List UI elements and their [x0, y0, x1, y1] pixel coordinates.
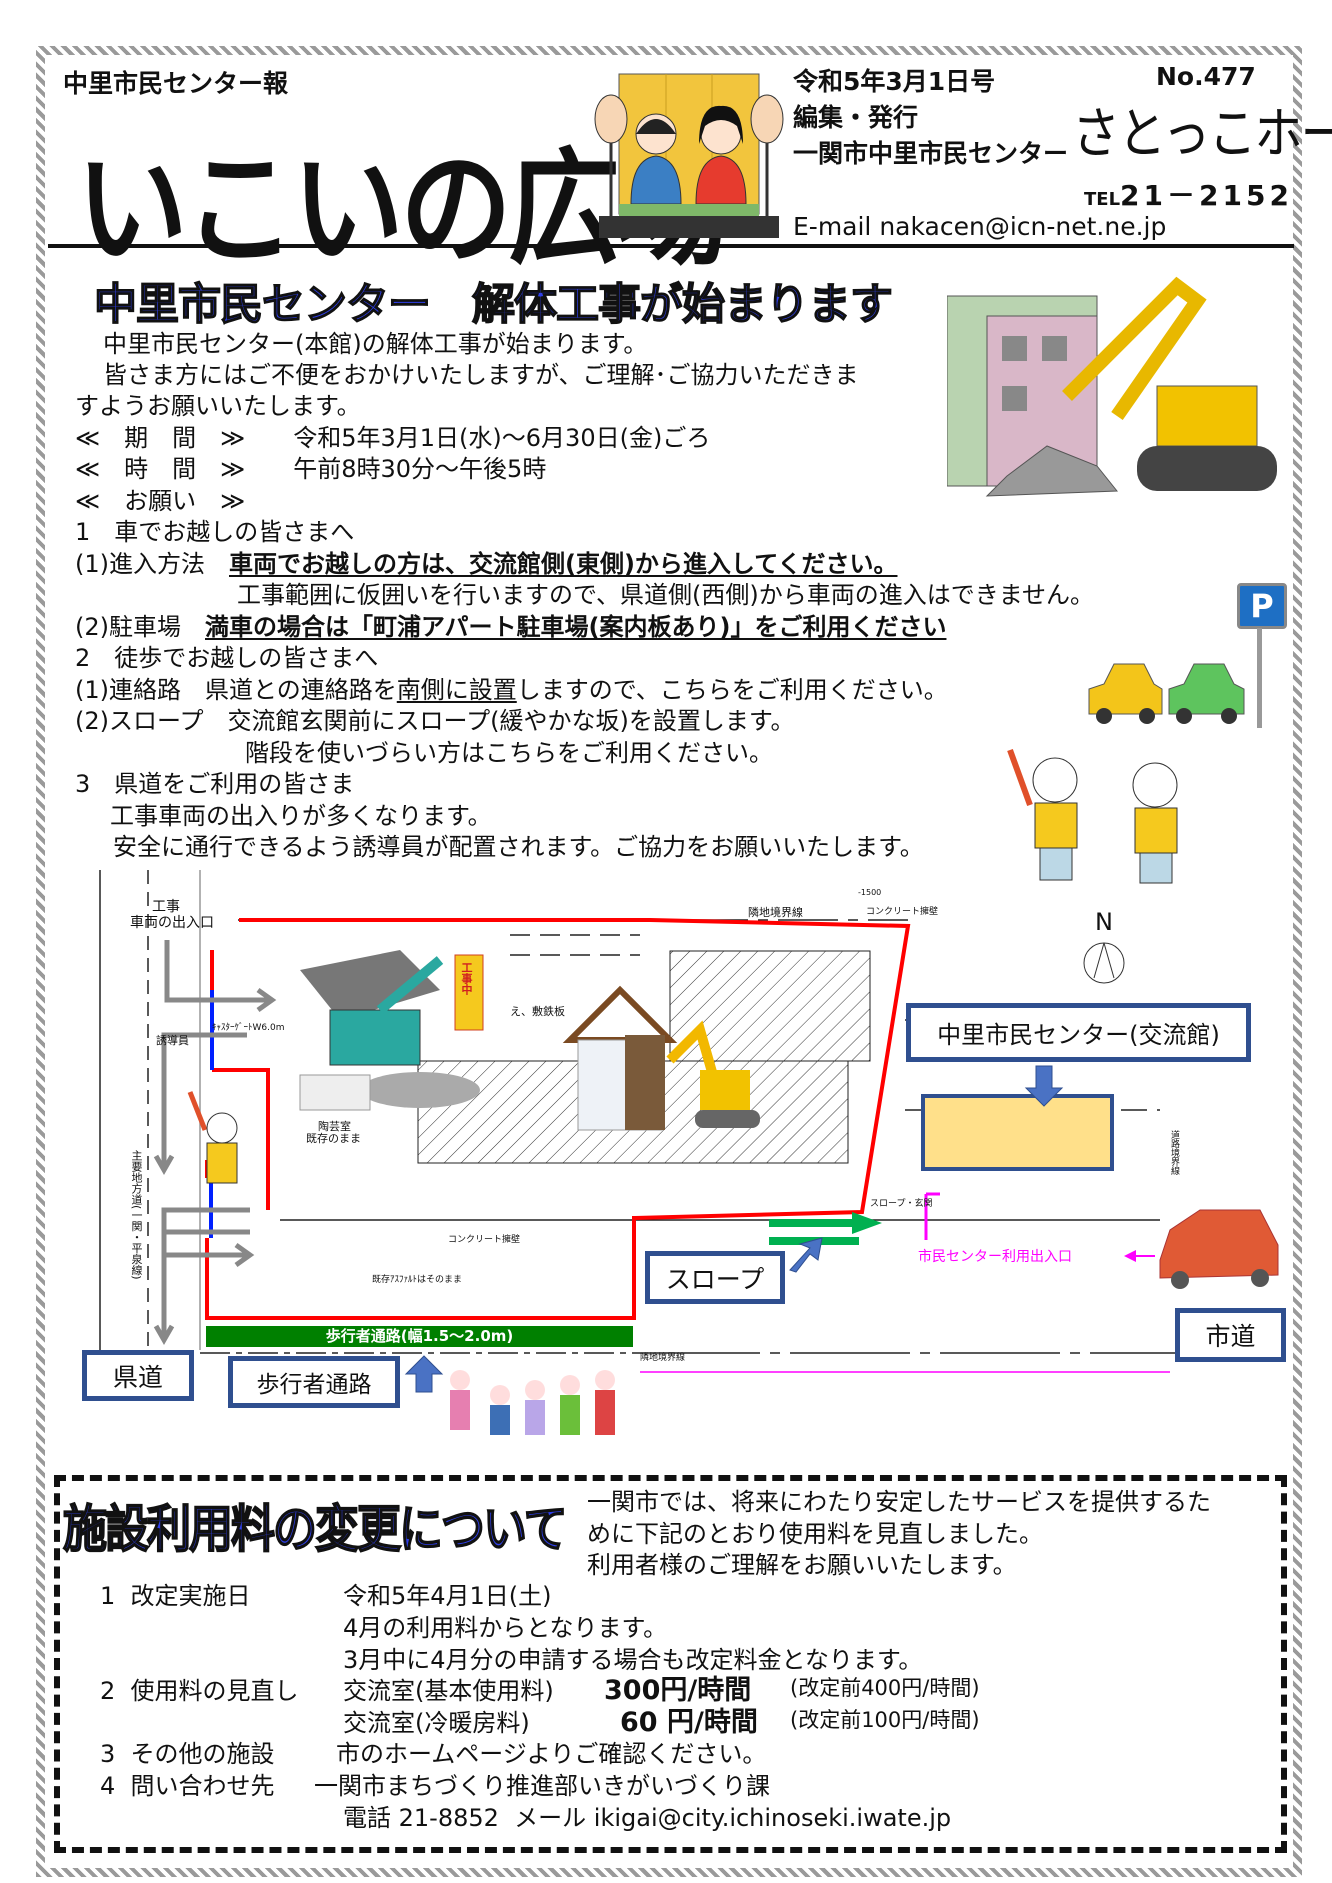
map-label: 主要地方道(一関・平泉線)	[130, 1150, 143, 1280]
map-label: 道路境界線	[1169, 1130, 1179, 1175]
fee-item-value: 3月中に4月分の申請する場合も改定料金となります。	[343, 1646, 923, 1674]
issue-date: 令和5年3月1日号	[793, 67, 996, 96]
sign-pole	[1257, 628, 1262, 728]
parking-sign-icon: P	[1237, 583, 1287, 629]
traffic-guard-small	[187, 1091, 238, 1184]
parking-line: (2)駐車場 満車の場合は「町浦アパート駐車場(案内板あり)」をご利用ください	[75, 613, 947, 641]
contact-info: 電話 21-8852 メール ikigai@city.ichinoseki.iw…	[343, 1804, 952, 1832]
fee-item-value: 市のホームページよりご確認ください。	[336, 1740, 767, 1768]
construction-sign-text: 工事中	[460, 962, 473, 995]
fees-section	[54, 1475, 1287, 1853]
fee-item-label: 2 使用料の見直し	[100, 1677, 299, 1705]
issue-number: No.477	[1156, 62, 1256, 91]
header-divider	[48, 244, 1294, 248]
publisher: 一関市中里市民センター	[793, 139, 1069, 168]
map-label: コンクリート擁壁	[866, 907, 939, 917]
publication-name: 中里市民センター報	[63, 69, 289, 98]
center-label-box: 中里市民センター(交流館)	[906, 1003, 1251, 1062]
fee-item-label: 1 改定実施日	[100, 1582, 251, 1610]
map-label: 既存のまま	[306, 1132, 361, 1145]
connection-path-line: (1)連絡路 県道との連絡路を南側に設置しますので、こちらをご利用ください。	[75, 676, 948, 704]
fee-price: 300円/時間	[604, 1675, 752, 1706]
cars-icon	[1088, 663, 1245, 724]
fee-price: 60 円/時間	[620, 1707, 758, 1738]
article-line: 階段を使いづらい方はこちらをご利用ください。	[245, 739, 773, 767]
center-entrance-label: 市民センター利用出入口	[918, 1249, 1072, 1265]
map-label: 陶芸室	[318, 1120, 351, 1133]
telephone: TEL21－2152	[1084, 179, 1293, 212]
traffic-guards-illustration	[1007, 748, 1178, 884]
map-label: え、敷鉄板	[510, 1005, 565, 1018]
email: E-mail nakacen@icn-net.ne.jp	[793, 212, 1167, 241]
map-label: ｷｬｽﾀｰｹﾞｰﾄW6.0m	[212, 1023, 285, 1033]
map-label: 既存ｱｽﾌｧﾙﾄはそのまま	[372, 1275, 463, 1285]
map-label: -1500	[858, 888, 882, 897]
fee-item-label: 4 問い合わせ先	[100, 1772, 275, 1800]
period-line: ≪ 期 間 ≫ 令和5年3月1日(水)～6月30日(金)ごろ	[75, 424, 711, 452]
north-label: N	[1095, 908, 1113, 936]
fees-intro-line: 一関市では、将来にわたり安定したサービスを提供するた	[587, 1488, 1211, 1516]
editor-label: 編集・発行	[793, 103, 919, 132]
article-line: 1 車でお越しの皆さまへ	[75, 518, 355, 546]
hina-doll-illustration	[594, 73, 784, 238]
children-walking-illustration	[450, 1370, 615, 1435]
fees-intro-line: 利用者様のご理解をお願いいたします。	[587, 1551, 1017, 1579]
entry-method-line: (1)進入方法 車両でお越しの方は、交流館側(東側)から進入してください。	[75, 550, 898, 578]
fee-before: (改定前400円/時間)	[790, 1676, 980, 1700]
article-line: 工事範囲に仮囲いを行いますので、県道側(西側)から車両の進入はできません。	[237, 581, 1095, 609]
hours-line: ≪ 時 間 ≫ 午前8時30分～午後5時	[75, 455, 547, 483]
red-car-illustration	[1159, 1209, 1279, 1289]
site-map	[99, 870, 1279, 1435]
house-demolition-illustration	[562, 985, 760, 1131]
fee-item-value: 令和5年4月1日(土)	[343, 1582, 552, 1610]
map-label: 隣地境界線	[748, 906, 803, 919]
demolition-excavator-illustration	[947, 276, 1277, 497]
map-label: スロープ・玄関	[870, 1199, 933, 1209]
article-line: (2)スロープ 交流館玄関前にスロープ(緩やかな坂)を設置します。	[75, 707, 795, 735]
slope-label-box: スロープ	[645, 1251, 785, 1304]
pedestrian-path-bar: 歩行者通路(幅1.5～2.0m)	[206, 1326, 633, 1347]
prefectural-road-box: 県道	[82, 1350, 194, 1401]
request-heading: ≪ お願い ≫	[75, 487, 246, 515]
fee-before: (改定前100円/時間)	[790, 1708, 980, 1732]
fee-item-value: 一関市まちづくり推進部いきがいづくり課	[314, 1772, 770, 1800]
map-label: コンクリート擁壁	[448, 1235, 521, 1245]
city-road-box: 市道	[1175, 1308, 1286, 1362]
article-line: 工事車両の出入りが多くなります。	[110, 802, 492, 830]
article-line: すようお願いいたします。	[75, 392, 361, 420]
map-label: 車両の出入口	[130, 915, 214, 931]
map-label: 隣地境界線	[640, 1353, 686, 1363]
fee-item-value: 4月の利用料からとなります。	[343, 1614, 668, 1642]
article-line: 安全に通行できるよう誘導員が配置されます。ご協力をお願いいたします。	[113, 833, 924, 861]
brand-name: さとっこホール	[1072, 101, 1332, 167]
article-line: 皆さま方にはご不便をおかけいたしますが、ご理解･ご協力いただきま	[103, 361, 859, 389]
pedestrian-path-box: 歩行者通路	[228, 1356, 400, 1408]
fee-item-label: 3 その他の施設	[100, 1740, 275, 1768]
crane-truck-illustration	[299, 950, 484, 1111]
fees-intro-line: めに下記のとおり使用料を見直しました。	[587, 1520, 1043, 1548]
map-label: 工事	[152, 899, 180, 915]
article-line: 中里市民センター(本館)の解体工事が始まります。	[103, 330, 648, 358]
article-line: 2 徒歩でお越しの皆さまへ	[75, 644, 379, 672]
map-label: 誘導員	[156, 1034, 189, 1047]
article-line: 3 県道をご利用の皆さま	[75, 770, 355, 798]
fees-headline: 施設利用料の変更について	[62, 1500, 568, 1560]
fee-room: 交流室(冷暖房料)	[343, 1709, 530, 1737]
fee-room: 交流室(基本使用料)	[343, 1677, 554, 1705]
article-headline: 中里市民センター 解体工事が始まります	[93, 279, 894, 331]
